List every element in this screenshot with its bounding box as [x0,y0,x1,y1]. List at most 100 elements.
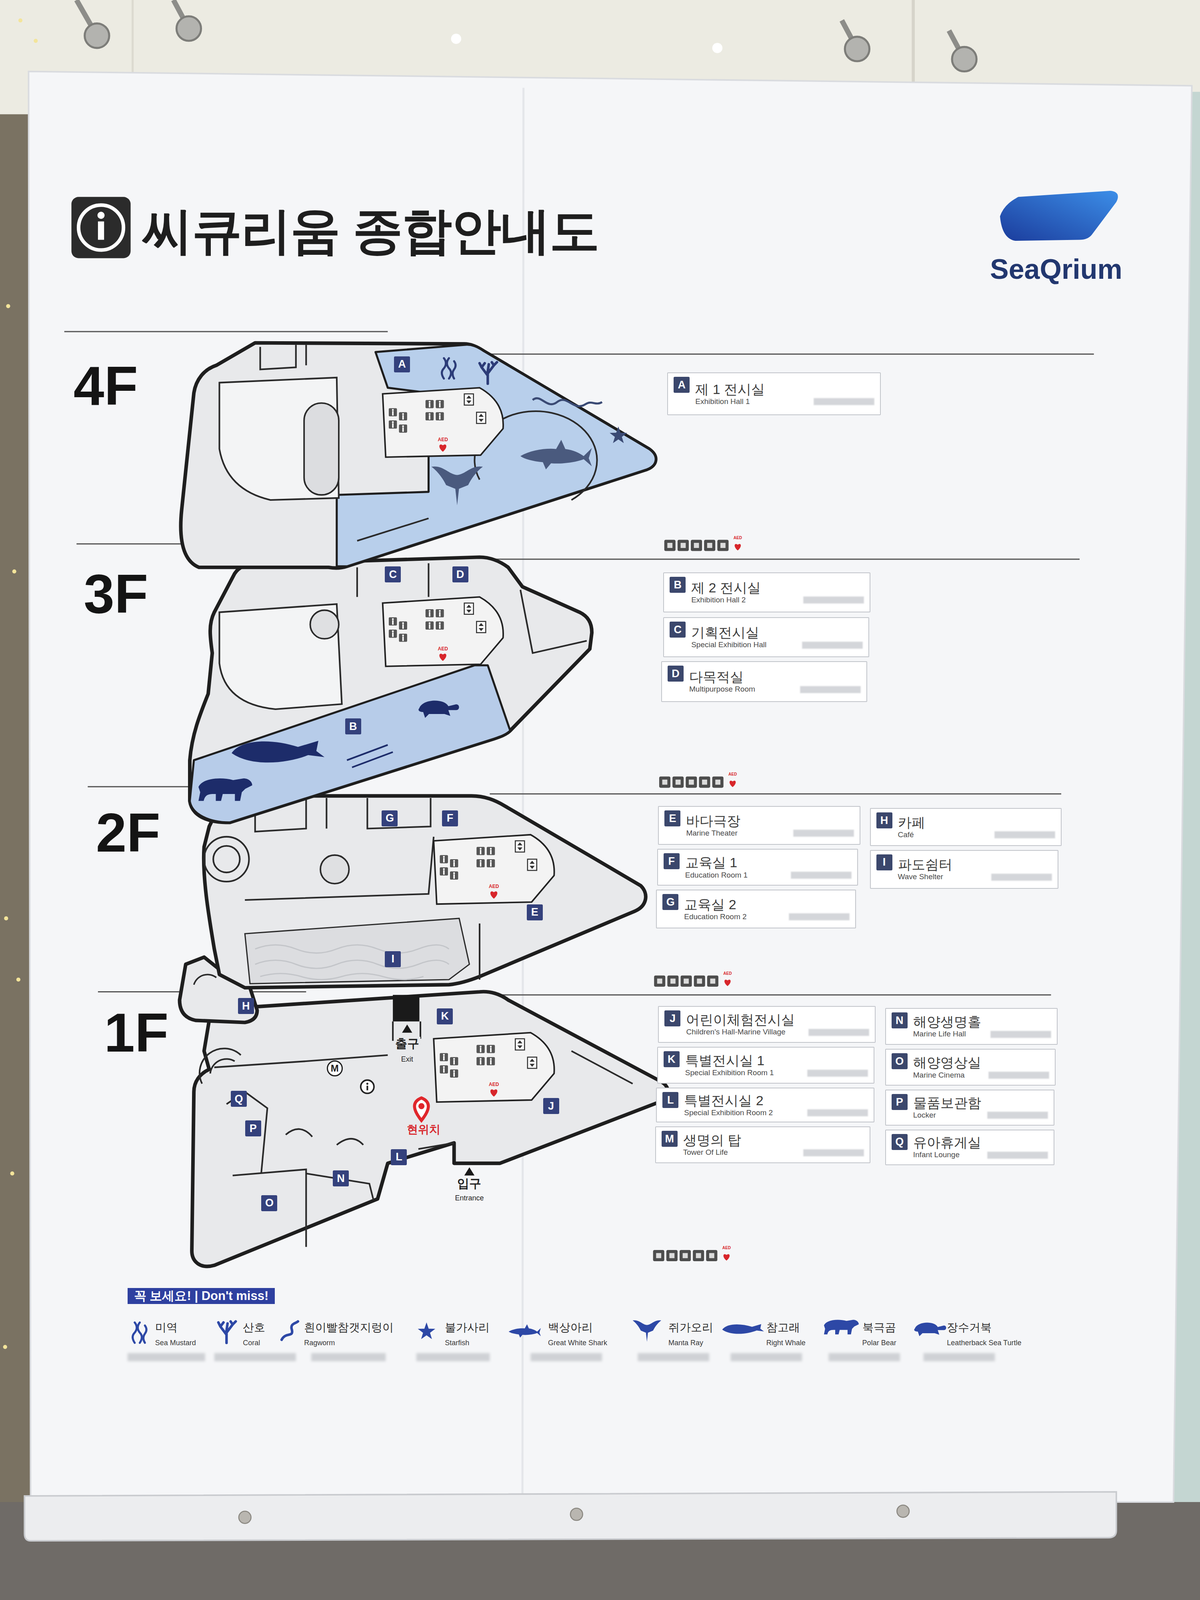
entry-text-column: 해양생명홀Marine Life Hall [913,1014,1052,1039]
obscured-field [987,1111,1048,1119]
entry-name-korean: 해양생명홀 [913,1014,1052,1030]
entry-subline: Infant Lounge [913,1150,1048,1160]
entry-subline: Special Exhibition Room 2 [684,1108,868,1118]
directory-entry: K 특별전시실 1Special Exhibition Room 1 [657,1046,875,1084]
aed-label: AED [487,1082,500,1088]
entry-text-column: 교육실 1Education Room 1 [685,854,852,880]
aed-label: AED [436,646,449,652]
entry-text-column: 기획전시실Special Exhibition Hall [691,624,863,650]
entry-name-korean: 교육실 2 [684,896,850,913]
entry-letter: K [663,1051,680,1068]
floor-label: 2F [96,800,161,865]
obscured-field [802,641,863,649]
entry-text-column: 교육실 2Education Room 2 [684,896,850,922]
aed-label: AED [487,884,500,890]
entry-subline: Special Exhibition Hall [691,640,863,650]
obscured-field [790,871,852,879]
map-letter: J [543,1098,560,1114]
map-letter: L [390,1149,407,1166]
obscured-field [990,1030,1052,1038]
entry-text-column: 바다극장Marine Theater [686,813,854,838]
exit-label: 출구 [394,1036,421,1051]
map-letter: O [261,1195,278,1212]
entry-subline: Education Room 1 [685,870,852,880]
legend-english: Right Whale [766,1338,806,1348]
legend-english: Manta Ray [668,1338,704,1348]
directory-entry: C기획전시실Special Exhibition Hall [663,617,870,657]
obscured-field [813,398,875,406]
entry-letter: B [669,576,686,593]
entry-name-english: Special Exhibition Hall [691,640,767,650]
entry-subline: Children's Hall-Marine Village [686,1027,869,1037]
map-letter: M [326,1060,343,1077]
floor-label: 3F [83,562,148,626]
entry-text-column: 해양영상실Marine Cinema [913,1054,1050,1080]
legend-label: 미역 [155,1321,178,1334]
legend-english: Leatherback Sea Turtle [946,1338,1022,1348]
entry-text-column: 파도쉼터Wave Shelter [898,856,1053,882]
aed-label: AED [733,535,742,541]
entry-text-column: 제 2 전시실Exhibition Hall 2 [691,580,864,605]
entry-subline: Education Room 2 [684,912,850,922]
directory-entry: Q유아휴게실Infant Lounge [885,1129,1055,1166]
entry-name-korean: 기획전시실 [691,624,863,641]
entry-name-korean: 다목적실 [689,669,861,685]
map-letter: E [526,904,543,921]
legend-english: Polar Bear [862,1338,897,1348]
floor-label: 1F [104,1000,169,1065]
entry-name-korean: 해양영상실 [913,1054,1050,1071]
entry-name-english: Infant Lounge [913,1150,960,1160]
entry-name-korean: 교육실 1 [685,854,852,871]
entry-name-english: Education Room 2 [684,912,747,922]
directory-entry: F교육실 1Education Room 1 [657,848,859,886]
map-letter: N [332,1170,349,1187]
map-letter: I [384,951,401,968]
entry-name-korean: 특별전시실 1 [685,1052,868,1069]
you-are-here-label: 현위치 [405,1123,442,1136]
title-heading: 씨큐리움 종합안내도 [142,202,599,260]
obscured-field [788,913,850,921]
entry-name-korean: 유아휴게실 [913,1134,1048,1151]
aed-label: AED [436,437,449,443]
entry-name-english: Marine Cinema [913,1070,965,1080]
legend-english: Great White Shark [548,1338,608,1348]
obscured-field [994,831,1056,839]
entry-name-korean: 카페 [898,814,1056,831]
entry-text-column: 제 1 전시실Exhibition Hall 1 [695,381,874,407]
entry-letter: D [667,665,684,682]
legend-english: Sea Mustard [155,1338,196,1348]
obscured-field [808,1028,870,1036]
directory-entry: D다목적실Multipurpose Room [661,661,868,702]
obscured-field [807,1069,868,1077]
obscured-field [987,1151,1048,1159]
exit-label: Exit [400,1055,415,1064]
map-letter: P [245,1120,262,1137]
legend-english: Starfish [444,1338,470,1348]
entry-text-column: 어린이체험전시실Children's Hall-Marine Village [686,1012,869,1037]
entry-subline: Special Exhibition Room 1 [685,1068,868,1078]
obscured-field [988,1071,1050,1079]
map-letter: A [394,356,410,373]
entry-letter: O [891,1053,908,1070]
entrance-label: 입구 [457,1176,482,1191]
obscured-field [991,873,1052,881]
entry-name-english: Special Exhibition Room 1 [685,1068,774,1078]
entry-name-korean: 어린이체험전시실 [686,1012,869,1028]
legend-english: Ragworm [304,1338,335,1348]
entry-letter: N [891,1012,908,1029]
legend-english: Coral [242,1338,260,1348]
directory-entry: B 제 2 전시실Exhibition Hall 2 [663,572,871,612]
aed-label: AED [723,971,732,976]
directory-entry: E바다극장Marine Theater [658,806,860,845]
directory-entry: L특별전시실 2Special Exhibition Room 2 [656,1087,875,1123]
obscured-field [803,1149,864,1157]
legend-label: 백상아리 [548,1321,593,1334]
entry-text-column: 유아휴게실Infant Lounge [913,1134,1048,1160]
aed-label: AED [728,772,737,777]
entry-name-english: Wave Shelter [898,872,944,882]
legend-label: 산호 [242,1321,266,1334]
entry-letter: M [661,1130,678,1147]
obscured-field [800,686,861,694]
directory-entry: O 해양영상실Marine Cinema [885,1048,1056,1086]
entry-name-english: Locker [913,1110,936,1120]
